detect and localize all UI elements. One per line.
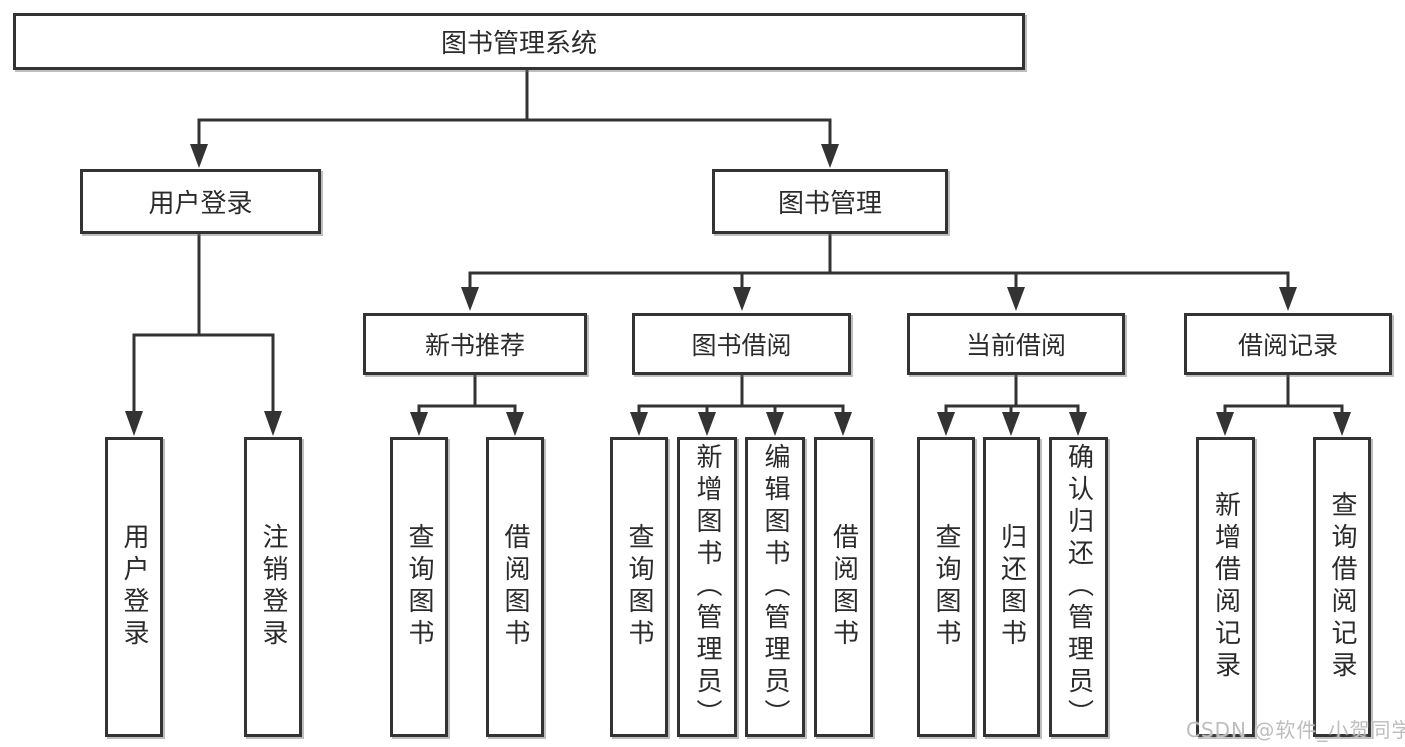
- leaf-query-borrow-record: 查询借阅记录: [1313, 437, 1371, 737]
- node-label: 图书管理系统: [440, 29, 597, 59]
- node-label: 用户登录: [119, 523, 149, 651]
- node-label: 借阅图书: [500, 523, 530, 651]
- node-label: 新增借阅记录: [1210, 491, 1241, 683]
- node-label: 新增图书（管理员）: [692, 443, 722, 731]
- node-label: 查询图书: [931, 523, 961, 651]
- node-label: 借阅记录: [1237, 331, 1338, 360]
- watermark: CSDN @软件_小贺同学: [1186, 718, 1405, 742]
- leaf-query-books-recommend: 查询图书: [390, 437, 448, 737]
- leaf-borrow-books-borrowing: 借阅图书: [814, 437, 873, 737]
- node-library-system: 图书管理系统: [13, 13, 1025, 70]
- node-label: 归还图书: [996, 523, 1027, 651]
- node-user-login: 用户登录: [80, 169, 321, 234]
- node-book-management: 图书管理: [712, 169, 948, 234]
- node-label: 图书借阅: [691, 331, 792, 360]
- node-label: 新书推荐: [424, 331, 525, 360]
- leaf-return-books: 归还图书: [983, 437, 1040, 737]
- leaf-logout: 注销登录: [244, 437, 302, 737]
- node-label: 当前借阅: [965, 331, 1066, 360]
- leaf-query-books-borrowing: 查询图书: [610, 437, 668, 737]
- node-label: 借阅图书: [828, 523, 859, 651]
- leaf-add-borrow-record: 新增借阅记录: [1196, 437, 1255, 737]
- leaf-user-login: 用户登录: [105, 437, 163, 737]
- leaf-query-books-current: 查询图书: [917, 437, 975, 737]
- leaf-add-books-admin: 新增图书（管理员）: [677, 437, 737, 737]
- node-current-borrowing: 当前借阅: [907, 313, 1125, 375]
- node-new-book-recommend: 新书推荐: [363, 313, 587, 375]
- node-label: 注销登录: [258, 523, 288, 651]
- leaf-borrow-books-recommend: 借阅图书: [486, 437, 544, 737]
- node-label: 查询图书: [624, 523, 654, 651]
- node-label: 查询借阅记录: [1327, 491, 1357, 683]
- node-book-borrowing: 图书借阅: [632, 313, 851, 375]
- leaf-confirm-return-admin: 确认归还（管理员）: [1049, 437, 1108, 737]
- node-label: 确认归还（管理员）: [1063, 443, 1094, 731]
- node-label: 查询图书: [404, 523, 434, 651]
- leaf-edit-books-admin: 编辑图书（管理员）: [745, 437, 805, 737]
- node-label: 用户登录: [148, 189, 253, 219]
- node-label: 图书管理: [777, 189, 882, 219]
- node-label: 编辑图书（管理员）: [760, 443, 790, 731]
- node-borrowing-records: 借阅记录: [1184, 313, 1392, 375]
